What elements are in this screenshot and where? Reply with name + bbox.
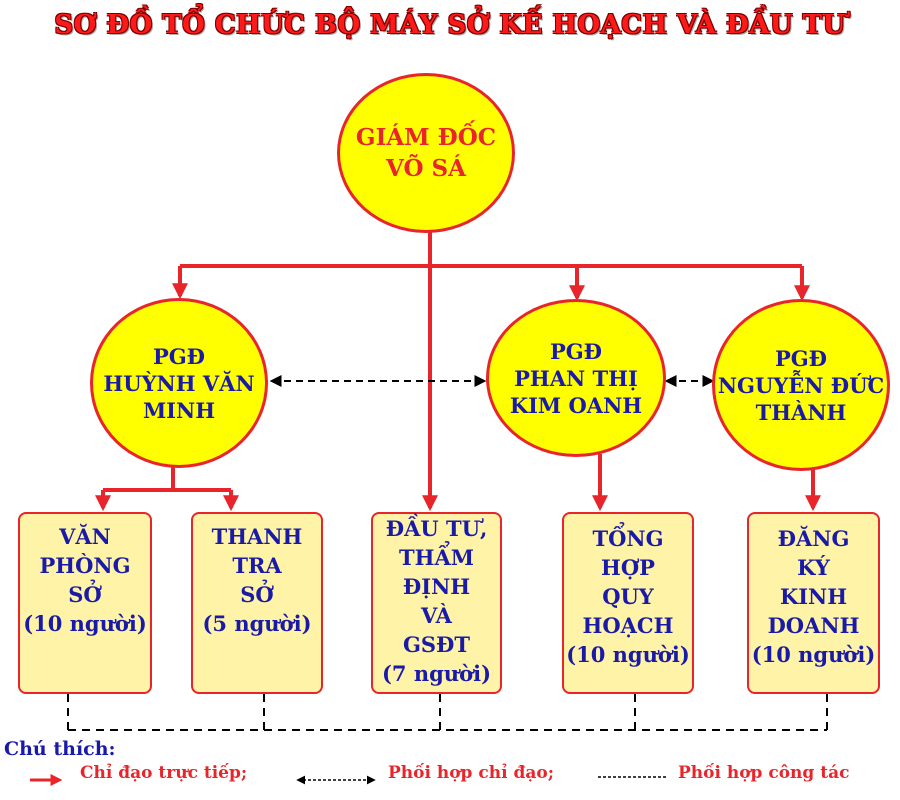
- chart-title: SƠ ĐỒ TỔ CHỨC BỘ MÁY SỞ KẾ HOẠCH VÀ ĐẦU …: [54, 10, 846, 40]
- dept-headcount: (5 người): [202, 611, 312, 636]
- deputy-name-line: KIM OANH: [509, 392, 643, 418]
- deputy-label: PGĐ: [774, 345, 828, 371]
- dept-line: DOANH: [767, 613, 860, 638]
- dept-line: QUY: [602, 584, 654, 609]
- deputy-node-minh: PGĐ HUỲNH VĂN MINH: [90, 298, 268, 468]
- deputy-name-line: HUỲNH VĂN: [103, 370, 255, 396]
- deputy-label: PGĐ: [549, 338, 603, 364]
- dept-line: VĂN: [59, 524, 111, 549]
- dept-dau-tu: ĐẦU TƯ, THẨM ĐỊNH VÀ GSĐT (7 người): [371, 512, 502, 694]
- dept-headcount: (10 người): [751, 642, 876, 667]
- dept-line: HỢP: [601, 555, 655, 580]
- deputy-name-line: MINH: [142, 397, 216, 423]
- dept-line: TRA: [232, 553, 282, 578]
- dept-line: TỔNG: [592, 526, 664, 551]
- dept-headcount: (7 người): [382, 661, 491, 686]
- deputy-label: PGĐ: [152, 343, 206, 369]
- dept-tong-hop: TỔNG HỢP QUY HOẠCH (10 người): [562, 512, 694, 694]
- deputy-node-thanh: PGĐ NGUYỄN ĐỨC THÀNH: [712, 299, 890, 471]
- dept-line: ĐỊNH: [402, 574, 471, 599]
- dept-thanh-tra: THANH TRA SỞ (5 người): [191, 512, 323, 694]
- dept-line: PHÒNG: [39, 553, 131, 578]
- dept-van-phong: VĂN PHÒNG SỞ (10 người): [18, 512, 152, 694]
- dept-line: SỞ: [68, 582, 102, 607]
- dept-line: HOẠCH: [582, 613, 674, 638]
- dept-line: GSĐT: [402, 632, 471, 657]
- legend-coord-label: Phối hợp chỉ đạo;: [388, 763, 554, 783]
- dept-line: THANH: [211, 524, 303, 549]
- deputy-node-oanh: PGĐ PHAN THỊ KIM OANH: [486, 299, 666, 457]
- deputy-name-line: PHAN THỊ: [514, 365, 638, 391]
- dept-line: ĐẦU TƯ,: [385, 516, 488, 541]
- deputy-name-line: THÀNH: [755, 399, 847, 425]
- work-coordination: [67, 694, 828, 731]
- deputy-name-line: NGUYỄN ĐỨC: [717, 372, 885, 398]
- legend-work-label: Phối hợp công tác: [678, 763, 850, 783]
- direct-lines: [95, 228, 821, 512]
- dept-dang-ky: ĐĂNG KÝ KINH DOANH (10 người): [747, 512, 880, 694]
- dept-line: VÀ: [421, 603, 452, 628]
- director-name: VÕ SÁ: [386, 155, 466, 182]
- dept-headcount: (10 người): [566, 642, 690, 667]
- legend-direct-label: Chỉ đạo trực tiếp;: [80, 763, 248, 783]
- director-node: GIÁM ĐỐC VÕ SÁ: [337, 73, 515, 233]
- dept-line: KÝ: [797, 555, 830, 580]
- dept-headcount: (10 người): [23, 611, 147, 636]
- dept-line: ĐĂNG: [777, 526, 850, 551]
- dept-line: THẨM: [398, 545, 474, 570]
- dept-line: SỞ: [240, 582, 274, 607]
- dept-line: KINH: [779, 584, 848, 609]
- legend-title: Chú thích:: [4, 738, 116, 760]
- director-title: GIÁM ĐỐC: [355, 124, 497, 151]
